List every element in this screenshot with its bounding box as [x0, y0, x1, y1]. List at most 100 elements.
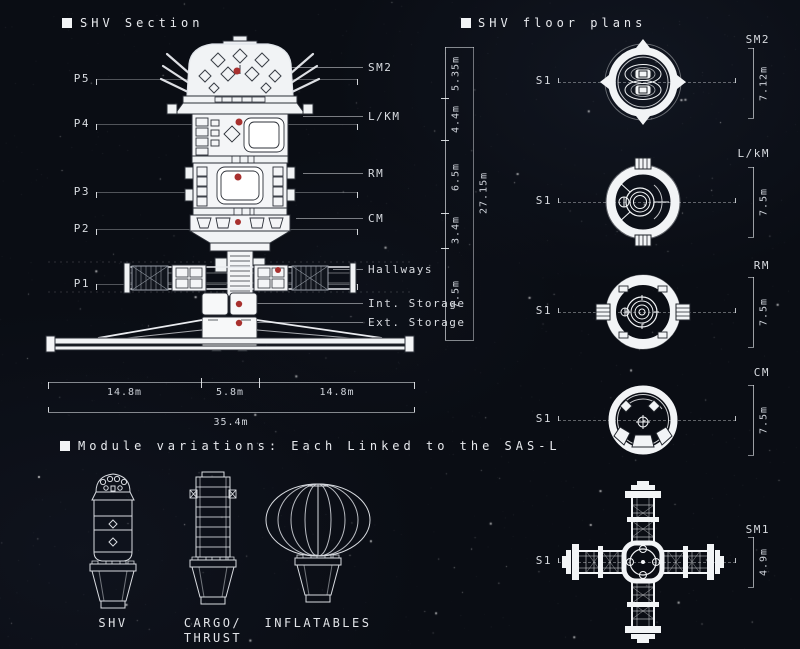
floor-plans-title: SHV floor plans	[478, 16, 647, 30]
module-label-int-storage: Int. Storage	[368, 297, 466, 310]
module-label-hallways: Hallways	[368, 263, 433, 276]
s1-label: S1	[535, 74, 552, 87]
plan-dim-cap	[748, 385, 754, 386]
module-label-lkm: L/KM	[368, 110, 401, 123]
section-bullet-icon	[461, 18, 471, 28]
leader-line-sm2	[277, 67, 363, 68]
height-dim-cap-bottom	[445, 340, 474, 341]
floor-plan-lkm-drawing	[605, 157, 681, 247]
leader-line-ext-storage	[248, 322, 363, 323]
plan-dim-lkm: 7.5m	[758, 187, 770, 217]
plan-name-sm1: SM1	[745, 523, 770, 536]
height-dim-cap-top	[445, 47, 474, 48]
plan-dim-cap	[748, 277, 754, 278]
s1-label: S1	[535, 194, 552, 207]
s1-section-line	[558, 78, 736, 88]
sas-l-base	[89, 560, 137, 609]
plan-name-sm2: SM2	[745, 33, 770, 46]
solar-array-right	[253, 264, 329, 292]
module-caption-inflatables: INFLATABLES	[264, 616, 372, 630]
plan-dim-cap	[748, 537, 754, 538]
s1-section-line	[558, 308, 736, 318]
module-variations-title: Module variations: Each Linked to the SA…	[78, 439, 561, 453]
height-total-label: 27.15m	[478, 171, 490, 215]
floor-plan-cm-drawing	[608, 385, 678, 455]
height-dim-tick	[441, 140, 449, 141]
plan-dim-line	[753, 537, 754, 587]
s1-section-line	[558, 198, 736, 208]
s1-label: S1	[535, 412, 552, 425]
height-dim-tick	[441, 98, 449, 99]
cargo-thrust-module-drawing	[189, 471, 237, 605]
deck-label-p2: P2	[73, 222, 90, 235]
plan-dim-cap	[748, 237, 754, 238]
module-rm	[184, 162, 296, 216]
plan-dim-line	[753, 48, 754, 118]
section-bullet-icon	[62, 18, 72, 28]
plan-dim-cap	[748, 347, 754, 348]
plan-name-lkm: L/kM	[737, 147, 770, 160]
plan-dim-cap	[748, 118, 754, 119]
height-dim-tick	[441, 213, 449, 214]
leader-line-lkm	[303, 116, 363, 117]
inflatables-module-drawing	[265, 483, 371, 603]
hallway-truss	[123, 262, 357, 294]
height-dim-line	[445, 47, 446, 340]
module-label-sm2: SM2	[368, 61, 393, 74]
shv-module-drawing	[89, 473, 137, 609]
shv-section-title: SHV Section	[80, 16, 204, 30]
width-total-tick	[48, 407, 49, 412]
floor-plan-sm2-drawing	[600, 39, 686, 125]
shv-side-elevation-drawing	[45, 35, 415, 353]
floor-plan-rm-drawing	[595, 274, 691, 350]
width-dim-tick	[259, 378, 260, 388]
plan-dim-cap	[748, 587, 754, 588]
width-dim-line	[48, 382, 415, 383]
leader-line-cm	[296, 218, 363, 219]
plan-dim-rm: 7.5m	[758, 297, 770, 327]
s1-section-line	[558, 558, 736, 568]
height-seg-1: 5.35m	[450, 55, 462, 91]
deck-label-p4: P4	[73, 117, 90, 130]
sas-l-base	[189, 556, 237, 605]
module-label-cm: CM	[368, 212, 385, 225]
width-dim-tick	[414, 382, 415, 389]
width-total-tick	[414, 407, 415, 412]
plan-dim-sm1: 4.9m	[758, 547, 770, 577]
solar-array-left	[131, 264, 207, 292]
deck-label-p3: P3	[73, 185, 90, 198]
height-total-line	[473, 47, 474, 340]
deck-label-p1: P1	[73, 277, 90, 290]
plan-name-cm: CM	[753, 366, 770, 379]
plan-dim-line	[753, 385, 754, 455]
s1-label: S1	[535, 304, 552, 317]
sas-l-base	[294, 554, 342, 603]
s1-label: S1	[535, 554, 552, 567]
antenna-array	[159, 52, 321, 94]
height-seg-5: 7.5m	[450, 279, 462, 309]
dome-sm2	[166, 35, 314, 115]
height-dim-tick	[441, 248, 449, 249]
height-seg-4: 3.4m	[450, 215, 462, 245]
keel-beam	[45, 335, 415, 353]
plan-name-rm: RM	[753, 259, 770, 272]
plan-dim-cap	[748, 455, 754, 456]
section-bullet-icon	[60, 441, 70, 451]
floor-plan-sm1-drawing	[561, 480, 725, 644]
plan-dim-line	[753, 277, 754, 347]
module-caption-cargo-thrust: CARGO/ THRUST	[183, 616, 243, 645]
plan-dim-sm2: 7.12m	[758, 65, 770, 101]
width-seg-1: 14.8m	[106, 387, 143, 398]
leader-line-rm	[303, 173, 363, 174]
module-marker-dots	[233, 67, 281, 327]
plan-dim-cm: 7.5m	[758, 405, 770, 435]
leader-line-hallways	[333, 269, 363, 270]
width-seg-3: 14.8m	[319, 387, 355, 398]
width-dim-tick	[48, 382, 49, 389]
width-total-line	[48, 412, 415, 413]
plan-dim-cap	[748, 167, 754, 168]
plan-dim-line	[753, 167, 754, 237]
